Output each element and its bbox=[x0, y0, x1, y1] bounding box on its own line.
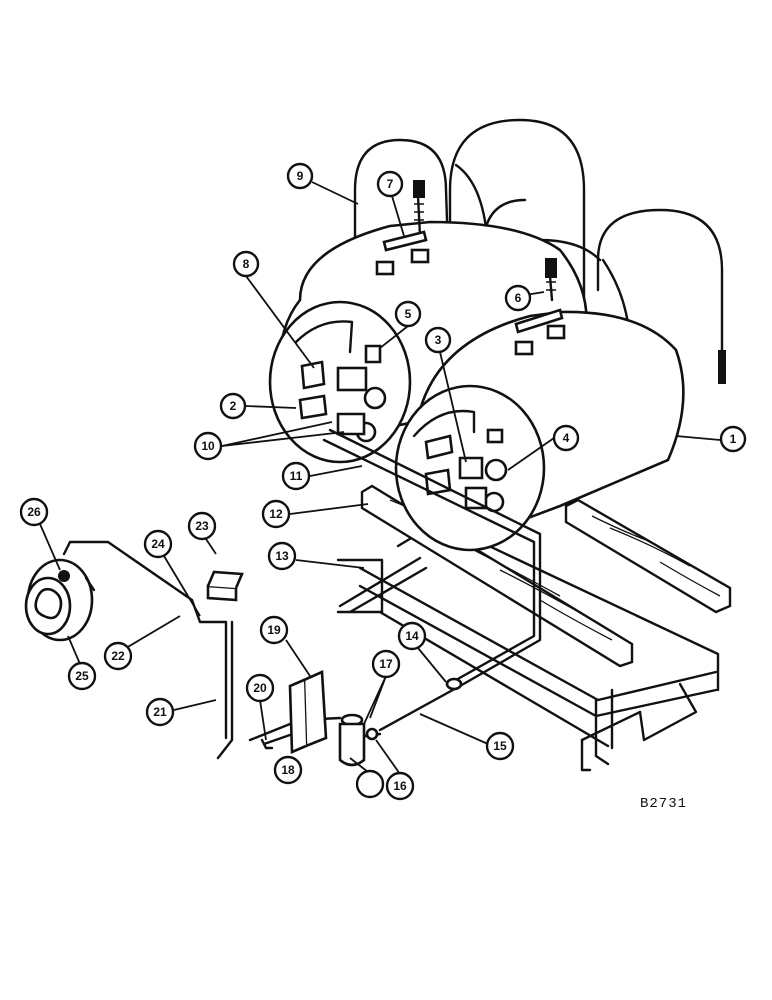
callout-5: 5 bbox=[394, 300, 422, 328]
tank-strap-rear-1 bbox=[353, 118, 586, 342]
wood-block-rear bbox=[564, 498, 732, 614]
callout-12: 12 bbox=[261, 499, 291, 529]
svg-text:22: 22 bbox=[111, 649, 125, 663]
svg-text:18: 18 bbox=[281, 763, 295, 777]
callout-18: 18 bbox=[355, 769, 385, 799]
svg-text:21: 21 bbox=[153, 705, 167, 719]
svg-text:5: 5 bbox=[405, 307, 412, 321]
svg-text:12: 12 bbox=[269, 507, 283, 521]
air-line-main bbox=[322, 428, 542, 732]
callout-20: 20 bbox=[245, 673, 275, 703]
svg-text:16: 16 bbox=[393, 779, 407, 793]
svg-text:1: 1 bbox=[730, 432, 737, 446]
bracket-19 bbox=[288, 670, 328, 754]
callout-19: 19 bbox=[259, 615, 289, 645]
callout-9: 9 bbox=[286, 162, 314, 190]
callout-10: 10 bbox=[193, 431, 223, 461]
callout-25: 25 bbox=[67, 661, 97, 691]
svg-text:17: 17 bbox=[379, 657, 393, 671]
callout-4: 4 bbox=[552, 424, 580, 452]
svg-text:8: 8 bbox=[243, 257, 250, 271]
bracket-23 bbox=[206, 570, 244, 602]
svg-text:24: 24 bbox=[151, 537, 165, 551]
drawing-reference-number: B2731 bbox=[640, 796, 688, 812]
callout-26: 26 bbox=[19, 497, 49, 527]
svg-text:3: 3 bbox=[435, 333, 442, 347]
svg-text:9: 9 bbox=[297, 169, 304, 183]
callout-6: 6 bbox=[504, 284, 532, 312]
pressure-gauge bbox=[24, 558, 96, 642]
svg-text:20: 20 bbox=[253, 681, 267, 695]
callout-15: 15 bbox=[485, 731, 515, 761]
callout-13: 13 bbox=[267, 541, 297, 571]
callout-18b: 18 bbox=[273, 755, 303, 785]
air-filter bbox=[260, 713, 379, 767]
svg-text:13: 13 bbox=[275, 549, 289, 563]
callout-8: 8 bbox=[232, 250, 260, 278]
callout-22: 22 bbox=[103, 641, 133, 671]
svg-text:25: 25 bbox=[75, 669, 89, 683]
svg-text:23: 23 bbox=[195, 519, 209, 533]
svg-text:2: 2 bbox=[230, 399, 237, 413]
drain-bolt-front bbox=[514, 258, 564, 334]
svg-text:14: 14 bbox=[405, 629, 419, 643]
callout-23: 23 bbox=[187, 511, 217, 541]
callout-24: 24 bbox=[143, 529, 173, 559]
callout-2: 2 bbox=[219, 392, 247, 420]
svg-text:11: 11 bbox=[290, 469, 303, 483]
callout-16: 16 bbox=[385, 771, 415, 801]
drain-bolt-rear bbox=[382, 180, 428, 252]
leader-lines bbox=[39, 181, 721, 775]
svg-text:7: 7 bbox=[387, 177, 394, 191]
air-tank-front bbox=[394, 310, 685, 552]
callout-21: 21 bbox=[145, 697, 175, 727]
svg-text:19: 19 bbox=[267, 623, 281, 637]
svg-text:15: 15 bbox=[493, 739, 507, 753]
callout-7: 7 bbox=[376, 170, 404, 198]
callout-17: 17 bbox=[371, 649, 401, 679]
svg-text:26: 26 bbox=[27, 505, 41, 519]
callout-3: 3 bbox=[424, 326, 452, 354]
callout-11: 11 bbox=[281, 461, 311, 491]
svg-text:6: 6 bbox=[515, 291, 522, 305]
callout-1: 1 bbox=[719, 425, 747, 453]
svg-text:4: 4 bbox=[563, 431, 570, 445]
svg-text:10: 10 bbox=[201, 439, 215, 453]
callout-14: 14 bbox=[397, 621, 427, 651]
